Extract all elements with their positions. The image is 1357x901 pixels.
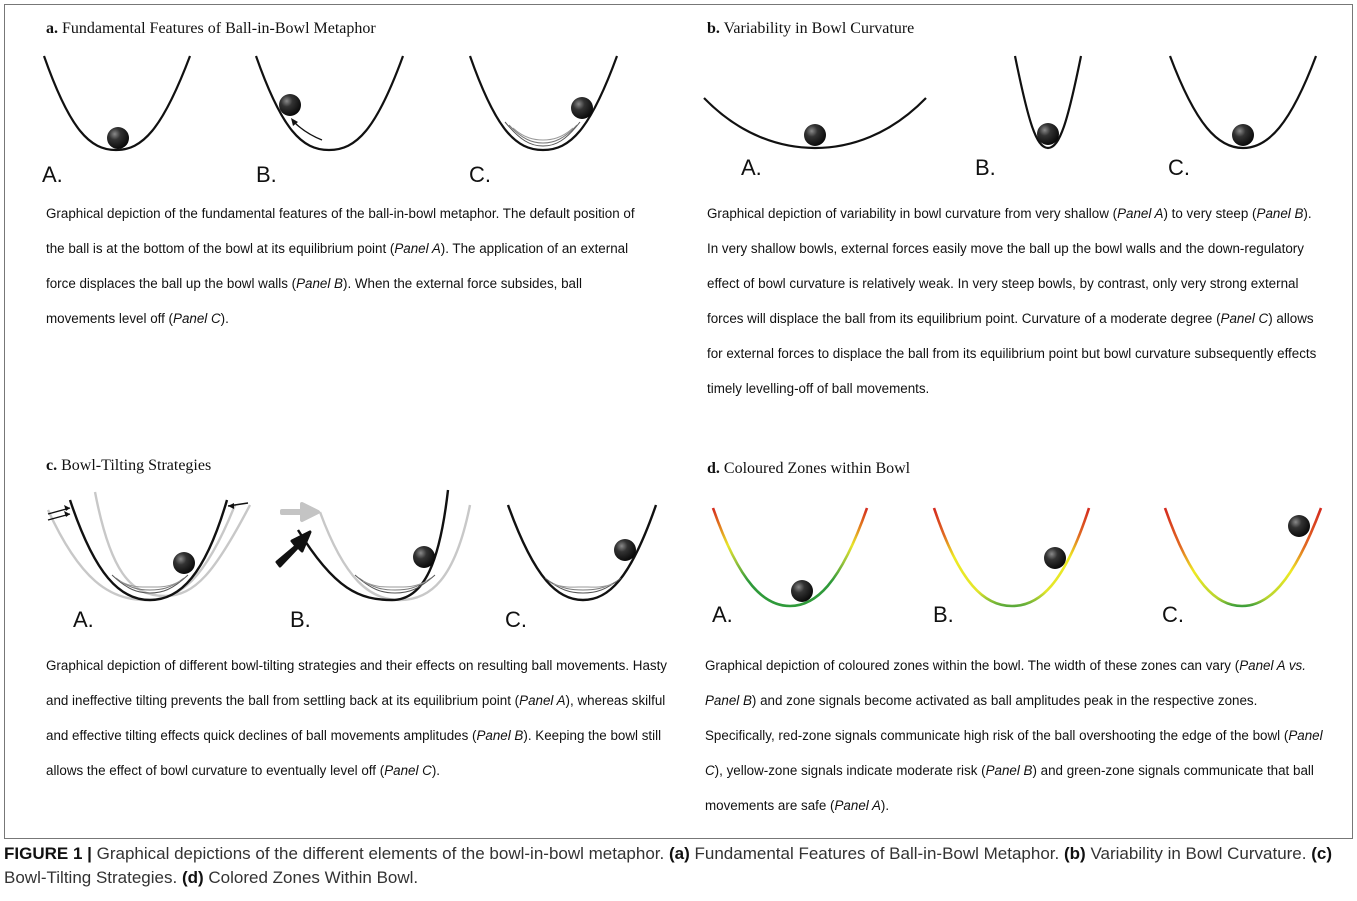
panel-d-description: Graphical depiction of coloured zones wi… <box>705 658 1323 813</box>
panel-a-bowl-c <box>468 55 619 152</box>
caption-key-c: (c) <box>1311 844 1332 863</box>
panel-c-label-c: C. <box>505 607 527 632</box>
panel-a-bowl-a <box>42 55 192 152</box>
caption-key-b: (b) <box>1063 844 1086 863</box>
panel-b-bowl-shallow <box>703 97 927 150</box>
panel-d-bowl-c <box>1163 507 1323 608</box>
panel-a-description: Graphical depiction of the fundamental f… <box>46 206 635 326</box>
panel-c-label-a: A. <box>73 607 94 632</box>
panel-c-description: Graphical depiction of different bowl-ti… <box>46 658 668 778</box>
panel-c-bowl-c <box>506 504 658 602</box>
panel-d-bowl-a <box>711 507 869 608</box>
panel-b-title: b. Variability in Bowl Curvature <box>707 20 915 37</box>
panel-a-title: a. Fundamental Features of Ball-in-Bowl … <box>46 20 376 37</box>
panel-a-label-a: A. <box>42 162 63 187</box>
figure-illustrations: A. B. C. A. B. C. <box>42 55 1323 632</box>
caption-item-d: Colored Zones Within Bowl. <box>208 868 419 887</box>
panel-d-label-a: A. <box>712 602 733 627</box>
panel-b-label-a: A. <box>741 155 762 180</box>
caption-key-a: (a) <box>668 844 690 863</box>
panel-b-bowl-moderate <box>1168 55 1318 150</box>
panel-b-description: Graphical depiction of variability in bo… <box>707 206 1317 396</box>
panel-d-title: d. Coloured Zones within Bowl <box>707 460 911 477</box>
panel-c-title: c. Bowl-Tilting Strategies <box>46 457 212 474</box>
caption-text: Graphical depictions of the different el… <box>96 844 665 863</box>
figure-caption: FIGURE 1 | Graphical depictions of the d… <box>4 842 1349 890</box>
panel-c-label-b: B. <box>290 607 311 632</box>
caption-key-d: (d) <box>181 868 204 887</box>
panel-b-bowl-steep <box>1013 55 1083 150</box>
caption-lead: FIGURE 1 | <box>4 844 92 863</box>
panel-b-label-b: B. <box>975 155 996 180</box>
panel-a-label-b: B. <box>256 162 277 187</box>
panel-b-label-c: C. <box>1168 155 1190 180</box>
panel-c-bowl-b <box>275 489 472 602</box>
panel-d-bowl-b <box>932 507 1091 608</box>
caption-item-b: Variability in Bowl Curvature. <box>1090 844 1307 863</box>
panel-d-label-b: B. <box>933 602 954 627</box>
panel-a-bowl-b <box>254 55 405 152</box>
caption-item-c: Bowl-Tilting Strategies. <box>4 868 178 887</box>
panel-a-label-c: C. <box>469 162 491 187</box>
panel-c-bowl-a <box>46 491 252 602</box>
caption-item-a: Fundamental Features of Ball-in-Bowl Met… <box>694 844 1060 863</box>
panel-d-label-c: C. <box>1162 602 1184 627</box>
figure-frame <box>4 4 1353 839</box>
